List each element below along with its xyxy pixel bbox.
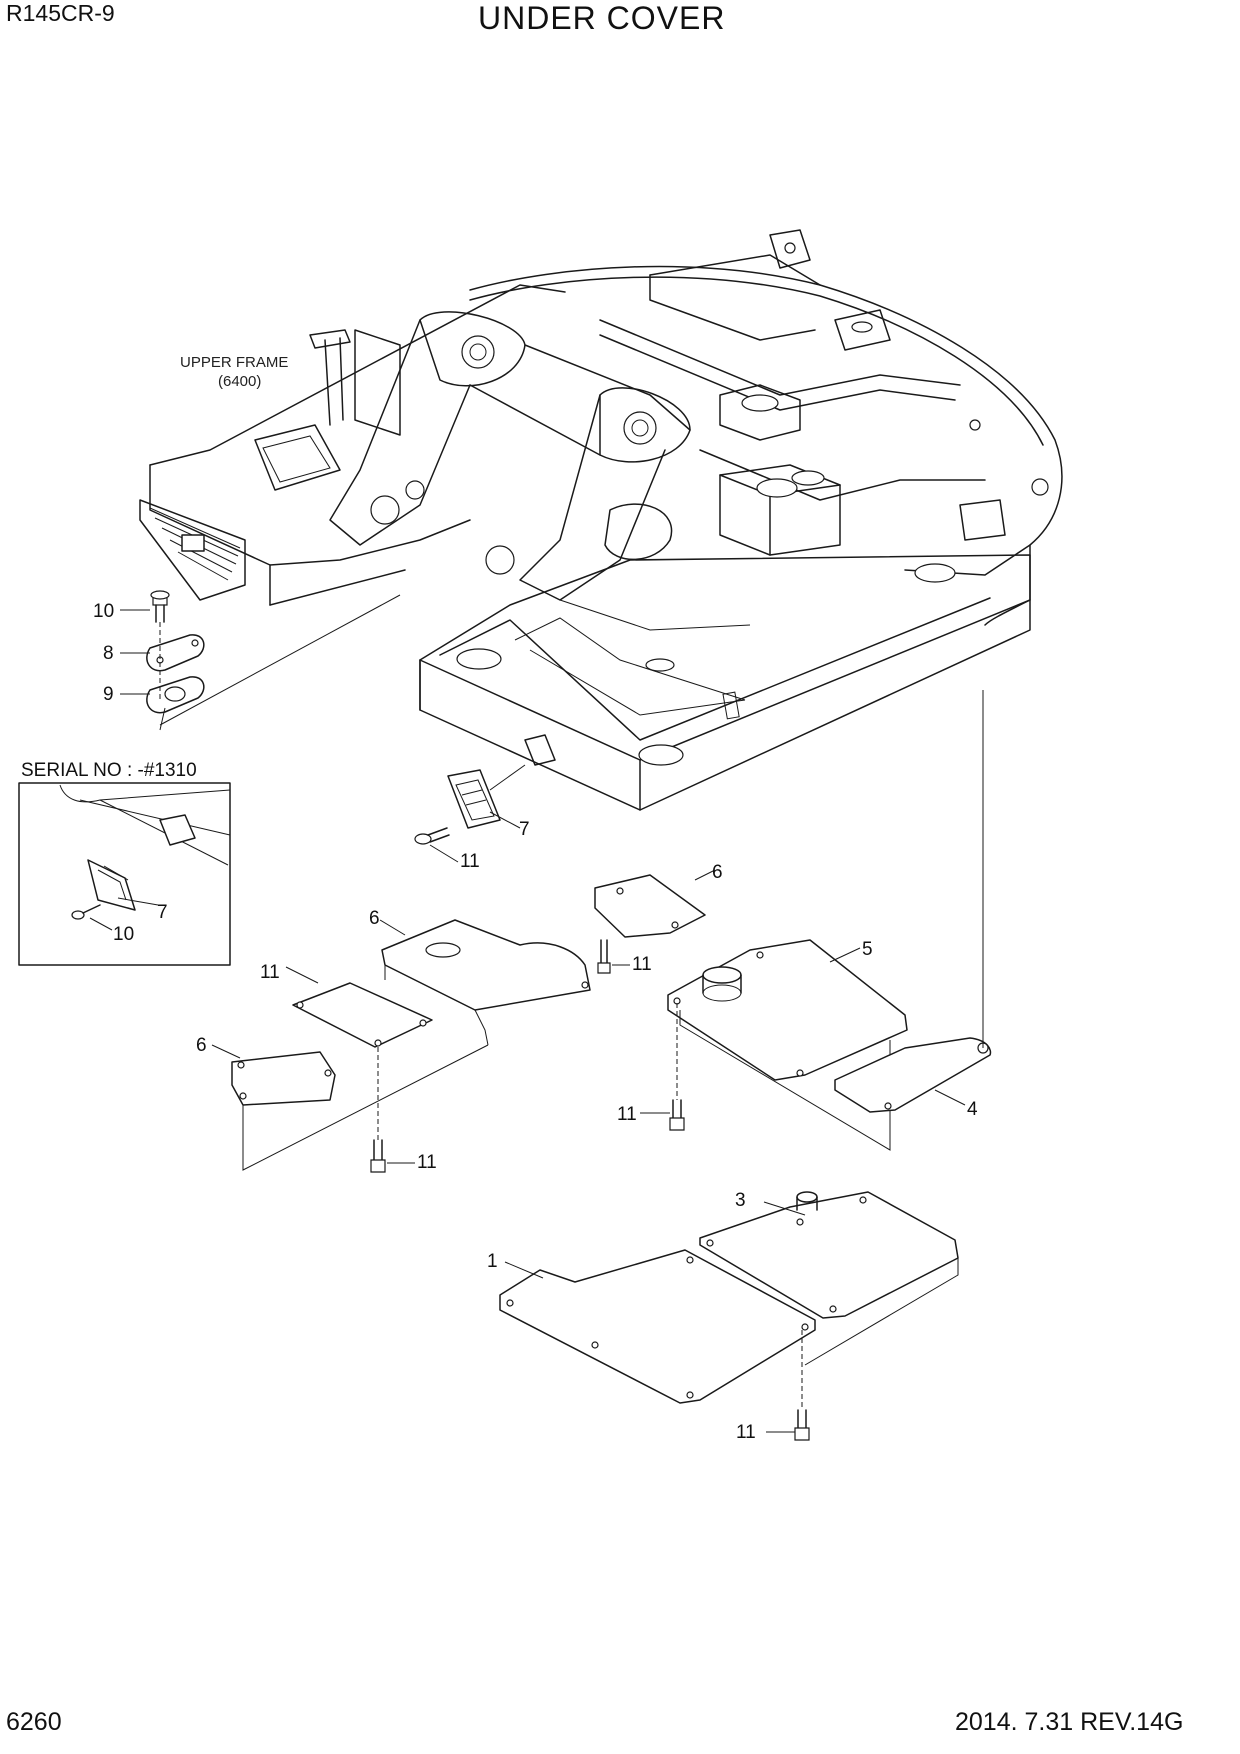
callout-11-right: 11 <box>617 1104 637 1125</box>
inset-label-10: 10 <box>113 924 134 945</box>
callout-11-mid: 11 <box>417 1152 437 1173</box>
callout-10: 10 <box>93 601 114 622</box>
hardware-group-left <box>146 590 401 731</box>
inset-caption: SERIAL NO : -#1310 <box>21 760 197 781</box>
callout-7: 7 <box>519 819 530 840</box>
part-6-lower <box>211 1044 489 1173</box>
callout-1: 1 <box>487 1251 498 1272</box>
callout-8: 8 <box>103 643 114 664</box>
callout-11-bottom: 11 <box>736 1422 756 1443</box>
upper-frame-ref-line1: UPPER FRAME <box>180 354 288 371</box>
part-4 <box>667 939 908 1151</box>
part-5 <box>379 919 591 1046</box>
part-1 <box>499 1249 816 1441</box>
revision-date: 2014. 7.31 REV.14G <box>955 1708 1184 1736</box>
page-number: 6260 <box>6 1708 62 1736</box>
part-7-13 <box>414 764 526 863</box>
serial-inset <box>18 782 231 966</box>
callout-2: 3 <box>735 1190 746 1211</box>
callout-9: 9 <box>103 684 114 705</box>
callout-11-upper: 11 <box>632 954 652 975</box>
page-title: UNDER COVER <box>478 0 726 36</box>
upper-frame-ref-line2: (6400) <box>218 373 261 390</box>
callout-12: 11 <box>260 962 280 983</box>
callout-6-upper: 6 <box>712 862 723 883</box>
upper-frame-drawing <box>139 229 1063 811</box>
part-2 <box>699 1191 959 1366</box>
bolt-11-right <box>640 1003 685 1131</box>
callout-4: 5 <box>862 939 873 960</box>
callout-5: 6 <box>369 908 380 929</box>
callout-6-lower: 6 <box>196 1035 207 1056</box>
part-12 <box>285 966 433 1048</box>
inset-label-7: 7 <box>157 902 168 923</box>
part-3 <box>834 690 992 1113</box>
part-6-upper <box>594 869 716 974</box>
callout-13: 11 <box>460 851 480 872</box>
callout-3: 4 <box>967 1099 978 1120</box>
inset-frame <box>18 782 231 966</box>
model-number: R145CR-9 <box>6 0 115 26</box>
